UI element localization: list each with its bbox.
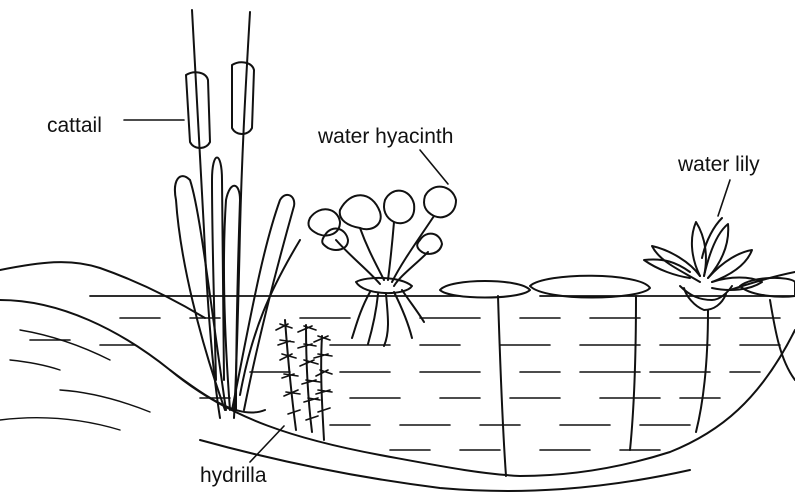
- lily-pads: [440, 276, 795, 298]
- water-lily-leader: [718, 180, 730, 216]
- label-hydrilla: hydrilla: [200, 465, 267, 486]
- cattail-plant: [175, 10, 300, 418]
- label-water-hyacinth: water hyacinth: [318, 126, 453, 147]
- water-hyacinth-plant: [308, 187, 456, 346]
- leader-lines: [124, 120, 730, 462]
- hydrilla-plant: [276, 320, 332, 440]
- label-cattail: cattail: [47, 115, 102, 136]
- water-hyacinth-leader: [420, 150, 448, 184]
- label-water-lily: water lily: [678, 154, 760, 175]
- water-dashes: [30, 318, 780, 450]
